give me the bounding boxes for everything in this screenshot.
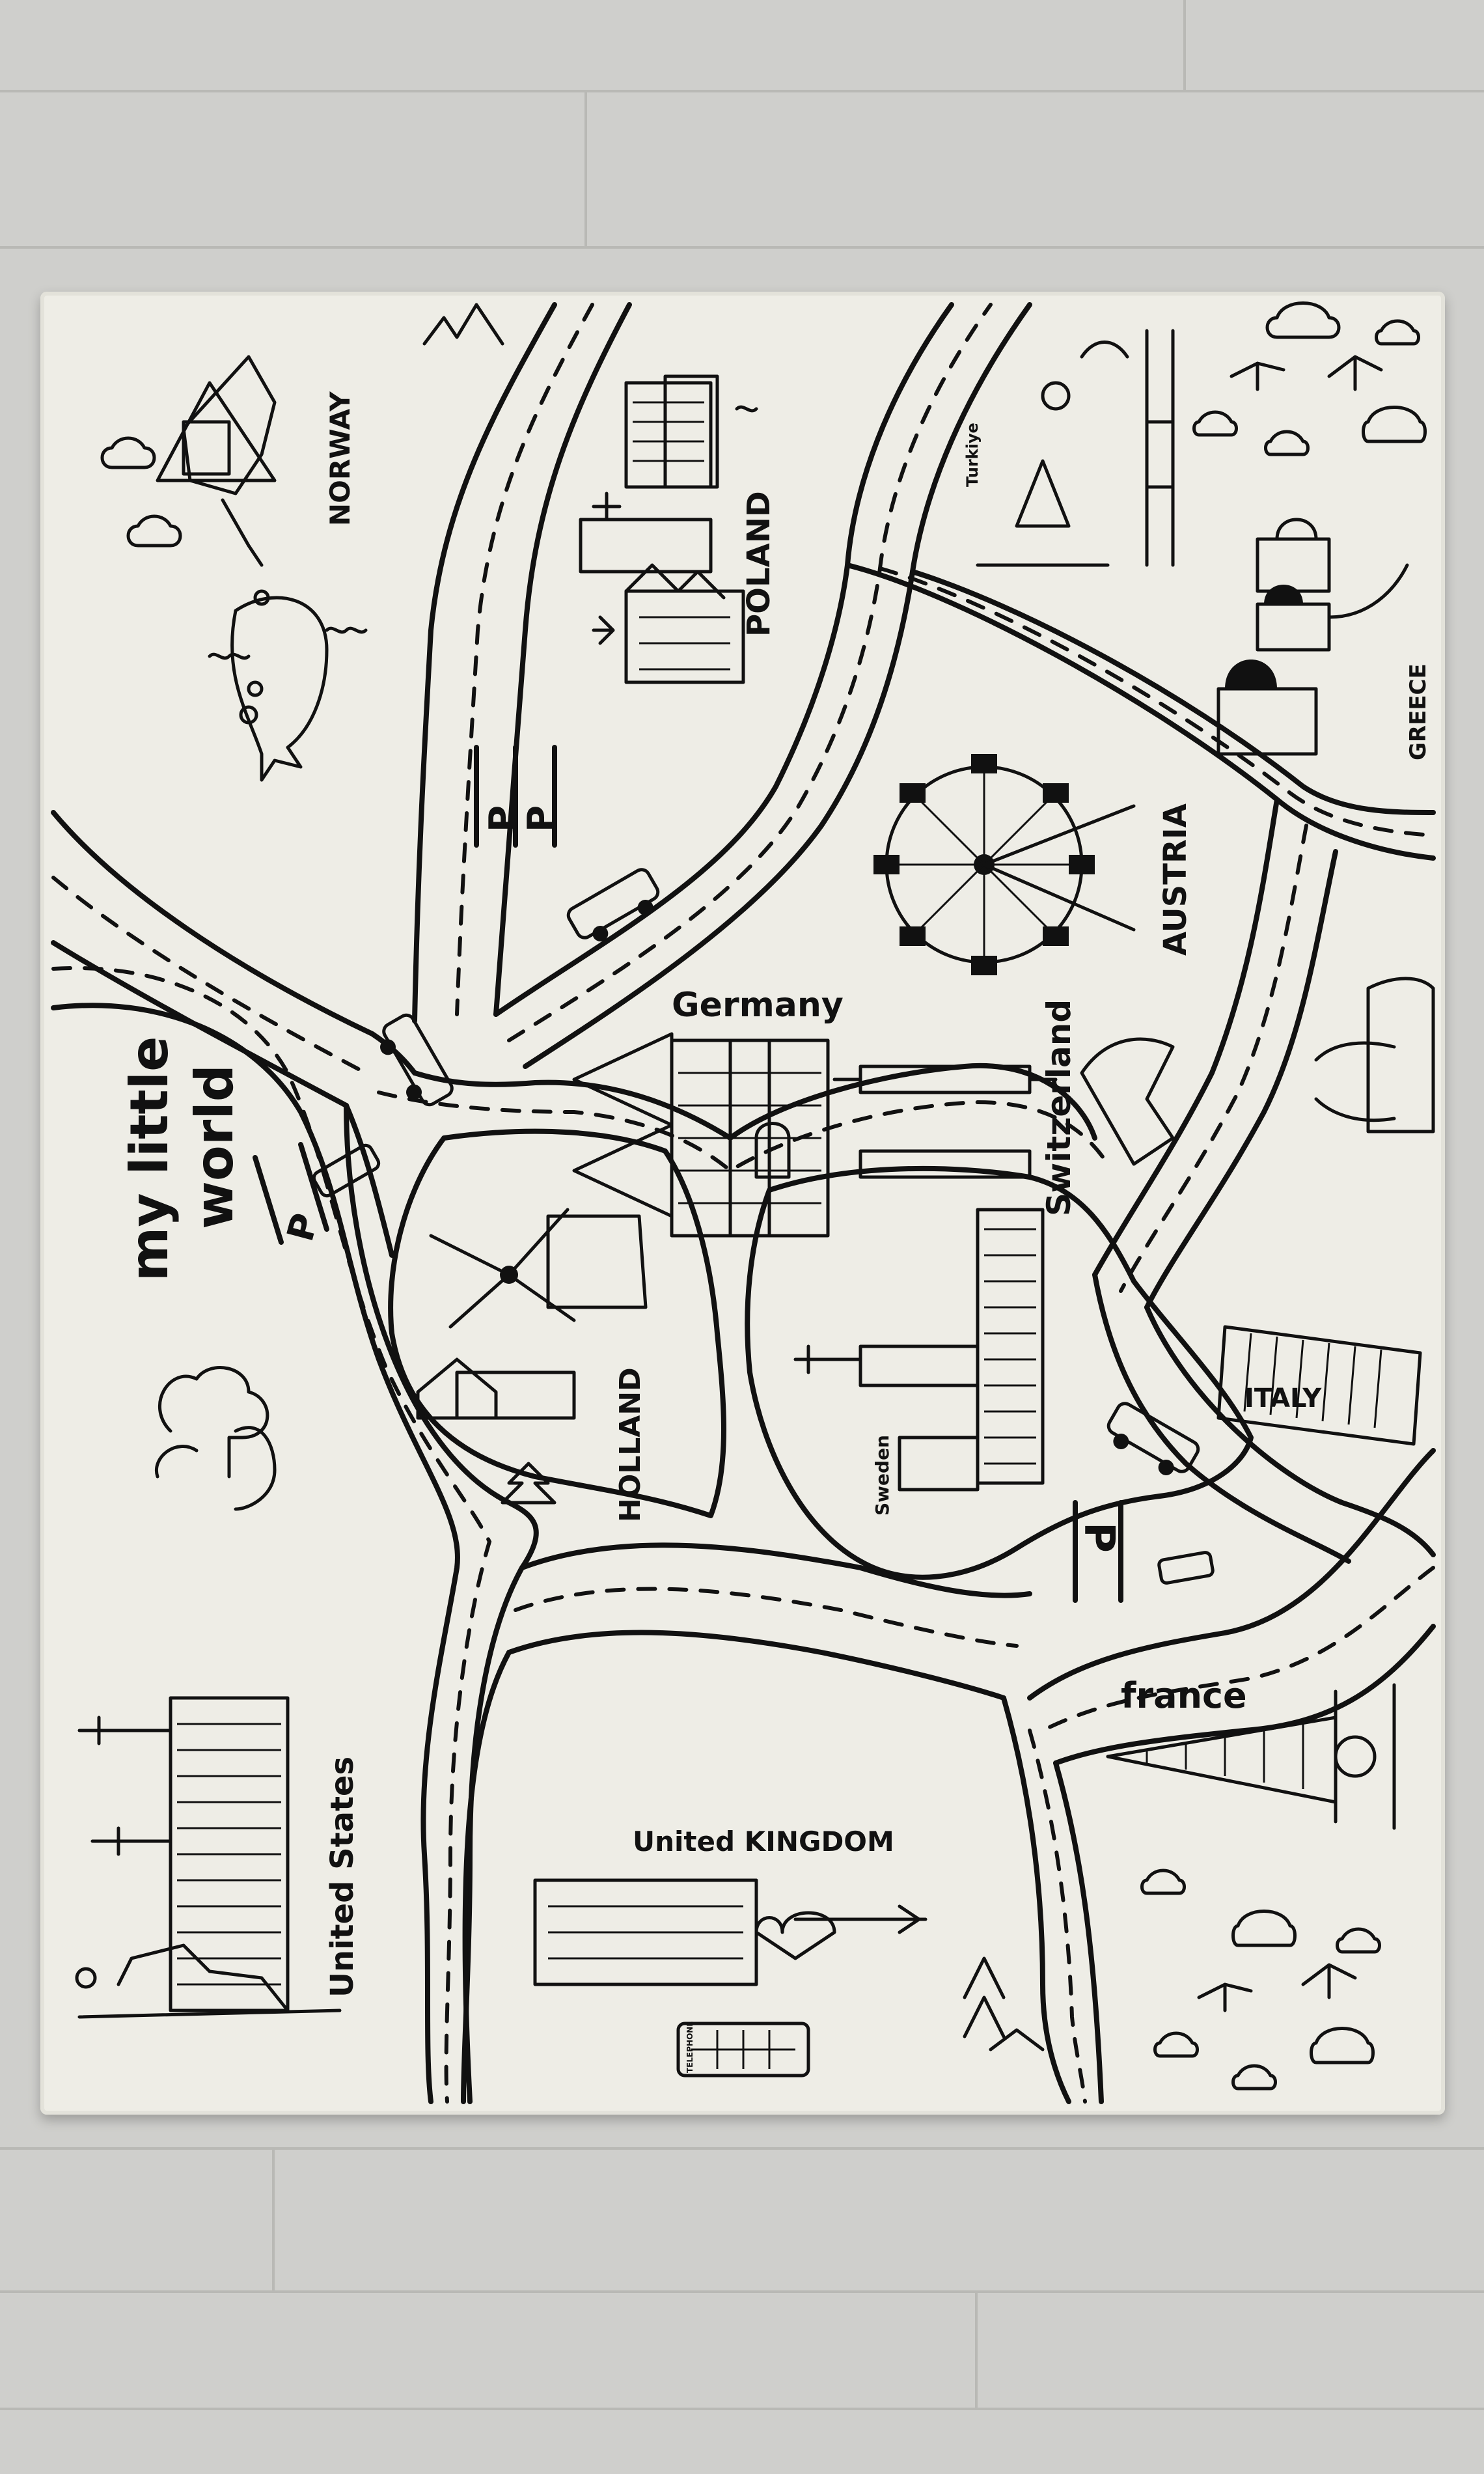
trees-bottom-right: [1140, 1869, 1381, 2091]
label-sweden: Sweden: [872, 1435, 893, 1516]
poland-illustration: [579, 374, 758, 684]
norway-illustration: [100, 303, 504, 782]
switzerland-illustration: [832, 1037, 1175, 1179]
label-united-states: United States: [324, 1756, 361, 1997]
label-germany: Germany: [672, 986, 844, 1025]
parking-bays: [253, 745, 1123, 1603]
label-austria: AUSTRIA: [1157, 803, 1194, 956]
parking-sign: P: [1075, 1522, 1123, 1553]
label-italy: ITALY: [1244, 1383, 1322, 1413]
label-france: france: [1121, 1675, 1247, 1716]
road-map: [51, 301, 1436, 2104]
label-norway: NORWAY: [324, 391, 356, 526]
parking-sign: P: [482, 805, 524, 832]
label-holland: HOLLAND: [614, 1367, 647, 1522]
italy-illustration: [1216, 977, 1435, 1446]
phone-box-sign: TELEPHONE: [685, 2021, 694, 2073]
label-turkiye: Turkiye: [963, 423, 982, 487]
france-eiffel-tower: [1106, 1683, 1396, 1830]
germany-illustration: [572, 1032, 830, 1238]
play-rug: my little world NORWAY POLAND Turkiye GR…: [40, 292, 1445, 2115]
label-greece: GREECE: [1405, 663, 1431, 760]
parking-sign: P: [520, 805, 562, 832]
uk-illustration: [533, 1878, 1045, 2078]
trees-top-right: [1192, 301, 1427, 456]
cars: [312, 868, 1215, 1585]
austria-ferris-wheel: [873, 754, 1136, 975]
label-poland: POLAND: [741, 491, 777, 637]
label-switzerland: Switzerland: [1040, 999, 1078, 1216]
holland-illustration: [416, 1208, 648, 1505]
usa-illustration: [75, 1366, 342, 2019]
label-united-kingdom: United KINGDOM: [633, 1826, 894, 1857]
roads: [51, 302, 1436, 2104]
sweden-illustration: [793, 1208, 1045, 1492]
title-line2: world: [184, 1064, 245, 1229]
title-line1: my little: [119, 1036, 180, 1281]
turkiye-greece-illustration: [976, 329, 1409, 756]
